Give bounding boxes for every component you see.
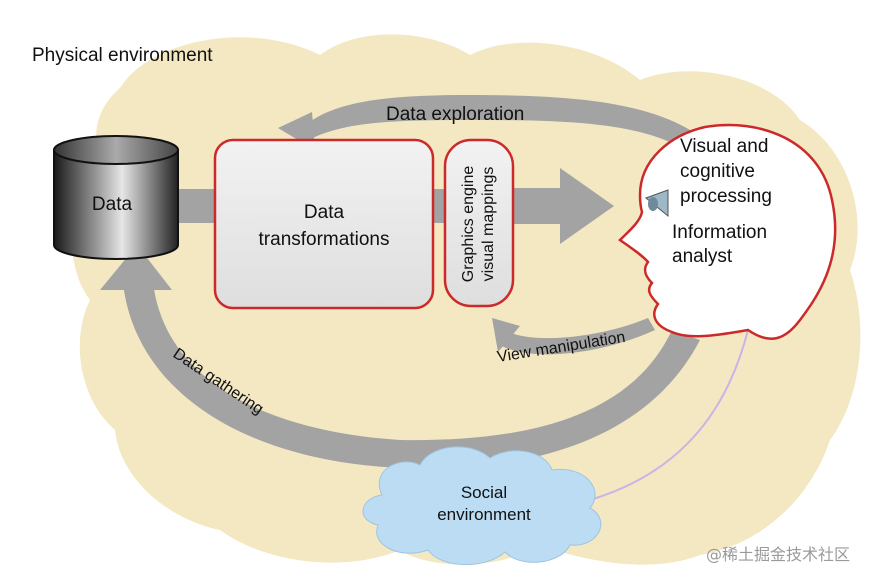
data-transformations-box [213, 138, 435, 310]
eye-icon [645, 189, 669, 218]
social-link-line [589, 329, 749, 501]
information-analyst-label-line1: Information [672, 222, 767, 243]
physical-environment-label: Physical environment [32, 45, 213, 66]
watermark-label: @稀土掘金技术社区 [706, 545, 850, 564]
data-exploration-label: Data exploration [386, 104, 524, 125]
main-flow-arrow-middle [432, 189, 446, 223]
data-cylinder [53, 135, 179, 260]
data-gathering-arrow [122, 268, 700, 469]
data-transformations-label-line2: transformations [259, 229, 390, 250]
view-manipulation-arrow [500, 318, 655, 355]
data-transformations-label-line1: Data [304, 202, 345, 223]
visual-cognitive-label-line1: Visual and [680, 136, 768, 157]
data-exploration-arrow [300, 95, 690, 145]
visual-cognitive-label-line2: cognitive [680, 161, 755, 182]
main-flow-arrow-left [176, 189, 216, 223]
visual-cognitive-label-line3: processing [680, 186, 772, 207]
social-environment-label-line2: environment [437, 505, 531, 524]
social-environment-cloud [362, 446, 602, 565]
main-flow-arrow-body [514, 188, 564, 224]
view-manipulation-arrowhead [492, 318, 520, 352]
main-flow-arrowhead [560, 168, 614, 244]
graphics-engine-label-line1: Graphics engine [460, 166, 477, 283]
graphics-engine-label-line2: visual mappings [480, 167, 497, 282]
social-environment-label-line1: Social [461, 483, 507, 502]
graphics-engine-box [443, 138, 515, 308]
data-gathering-arrowhead [100, 245, 172, 290]
information-analyst-label-line2: analyst [672, 246, 733, 267]
analyst-head [618, 123, 837, 340]
data-label: Data [92, 194, 133, 215]
